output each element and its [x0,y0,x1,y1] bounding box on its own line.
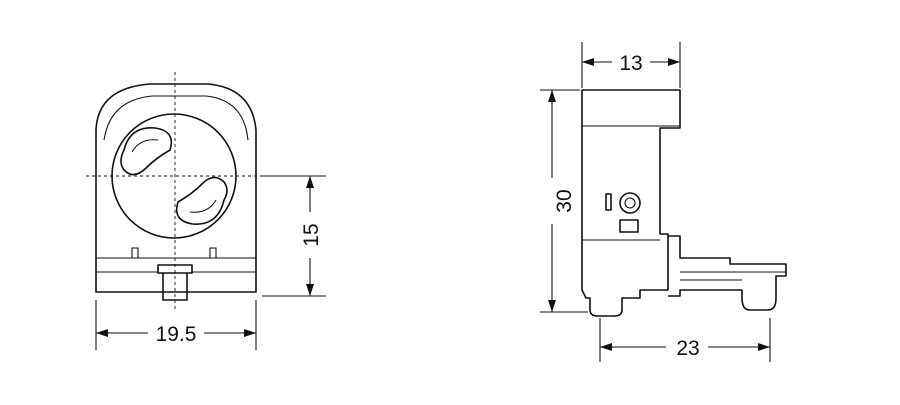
front-clip-right [209,247,217,258]
side-slot [605,193,612,211]
side-hole-inner [624,197,636,209]
side-mounting-bracket [668,235,787,311]
side-top-width-label: 13 [619,52,642,75]
lower-slot-inner [189,199,217,213]
upper-slot-inner [131,139,159,153]
front-view: 19.5 15 [86,72,326,350]
side-window [619,219,639,233]
front-height-label: 15 [300,223,323,246]
side-body-outline [581,89,681,317]
front-width-label: 19.5 [156,323,197,346]
front-inner-rim [103,95,249,141]
side-view: 13 30 23 [540,42,787,362]
front-body-outline [95,83,257,293]
side-hole-outer [619,192,641,214]
upper-contact-slot [120,127,173,176]
front-clip-left [131,247,139,258]
lower-contact-slot [175,176,228,225]
side-height-label: 30 [553,189,576,212]
side-bottom-width-label: 23 [676,337,699,360]
